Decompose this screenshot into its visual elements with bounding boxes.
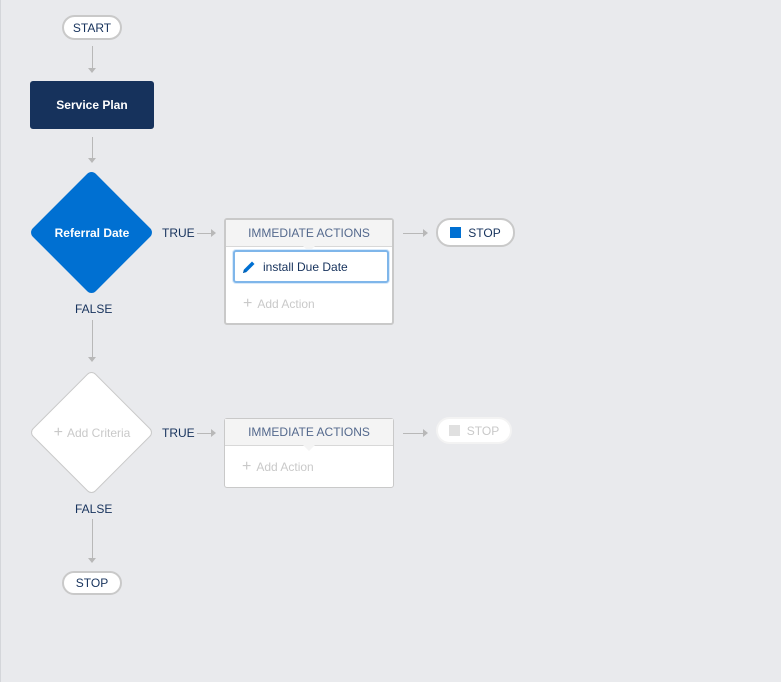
immediate-actions-title: IMMEDIATE ACTIONS — [248, 425, 370, 439]
immediate-actions-header: IMMEDIATE ACTIONS — [225, 419, 393, 451]
add-action-label: Add Action — [257, 297, 315, 311]
end-stop-node: STOP — [62, 571, 122, 595]
add-criteria-text: Add Criteria — [66, 426, 131, 440]
header-notch — [303, 445, 315, 451]
action-item-install-due-date[interactable]: install Due Date — [233, 250, 389, 283]
object-node-label: Service Plan — [56, 98, 128, 112]
true-branch-label: TRUE — [162, 226, 195, 240]
immediate-actions-title: IMMEDIATE ACTIONS — [248, 226, 370, 240]
object-node[interactable]: Service Plan — [30, 81, 154, 129]
add-action-button[interactable]: + Add Action — [243, 296, 315, 312]
pencil-icon — [243, 261, 255, 273]
action-item-label: install Due Date — [263, 259, 348, 274]
criteria-node-referral-date[interactable]: Referral Date — [28, 169, 155, 296]
criteria-label: Referral Date — [54, 226, 130, 240]
immediate-actions-panel: IMMEDIATE ACTIONS + Add Action — [224, 418, 394, 488]
stop-label: STOP — [468, 225, 501, 240]
plus-icon: + — [243, 295, 253, 312]
start-node: START — [62, 15, 122, 40]
false-branch-label: FALSE — [75, 502, 113, 516]
add-action-button[interactable]: + Add Action — [242, 459, 314, 475]
add-criteria-node[interactable]: + Add Criteria — [28, 369, 155, 496]
plus-icon: + — [242, 458, 252, 475]
stop-square-icon — [448, 425, 460, 436]
add-criteria-label: + Add Criteria — [29, 370, 155, 496]
start-label: START — [72, 20, 112, 35]
end-stop-label: STOP — [75, 576, 109, 590]
stop-label: STOP — [466, 423, 500, 438]
false-branch-label: FALSE — [75, 302, 113, 316]
header-notch — [303, 246, 315, 252]
plus-icon: + — [53, 424, 63, 441]
add-action-label: Add Action — [256, 460, 314, 474]
stop-node: STOP — [436, 417, 512, 444]
stop-square-icon — [450, 227, 462, 238]
immediate-actions-header: IMMEDIATE ACTIONS — [226, 220, 392, 252]
stop-node[interactable]: STOP — [436, 218, 515, 247]
immediate-actions-panel: IMMEDIATE ACTIONS install Due Date + Add… — [224, 218, 394, 325]
true-branch-label: TRUE — [162, 426, 195, 440]
